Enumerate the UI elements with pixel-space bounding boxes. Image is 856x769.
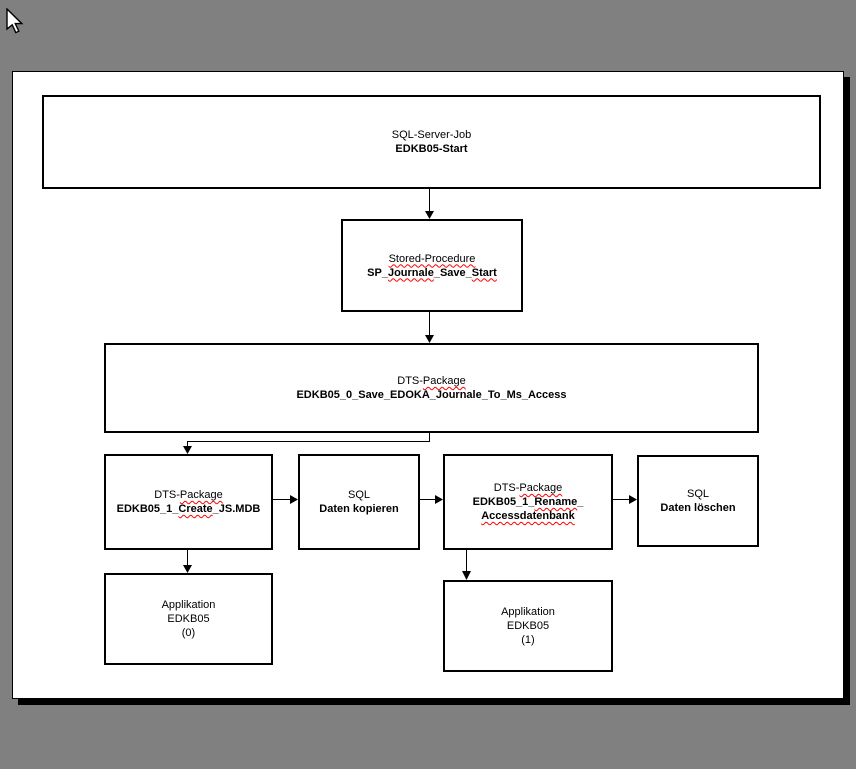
box-text-line: SP_Journale_Save_Start xyxy=(367,266,497,279)
box-text-line: (1) xyxy=(521,634,535,646)
connector-rename-to-applikation1 xyxy=(462,547,471,580)
box-text-line: Accessdatenbank xyxy=(481,510,575,522)
box-text-line: DTS-Package xyxy=(154,489,223,501)
connector-create-to-kopieren xyxy=(269,495,298,504)
box-text-line: DTS-Package xyxy=(397,375,466,387)
arrow-cursor xyxy=(6,8,24,34)
box-text-line: Applikation xyxy=(161,599,216,611)
box-text-line: EDKB05 xyxy=(506,620,550,632)
box-text-line: SQL xyxy=(686,488,709,500)
box-text-line: (0) xyxy=(181,627,196,639)
box-text-line: EDKB05 xyxy=(167,613,210,625)
connector-kopieren-to-rename xyxy=(416,495,443,504)
box-text-line: EDKB05_1_Create_JS.MDB xyxy=(116,503,261,515)
box-text-line: DTS-Package xyxy=(493,482,563,494)
connector-package-to-create xyxy=(183,429,430,454)
flow-box-sql-daten-kopieren: SQL Daten kopieren xyxy=(298,454,420,550)
box-text-line: Stored-Procedure xyxy=(388,252,476,265)
box-text-line: Daten kopieren xyxy=(319,503,399,515)
box-text-line: Applikation xyxy=(501,606,555,618)
box-text-line: Daten löschen xyxy=(660,502,736,514)
connector-job-to-procedure xyxy=(425,185,434,219)
box-text-line: EDKB05_0_Save_EDOKA_Journale_To_Ms_Acces… xyxy=(296,389,567,401)
box-text-line: EDKB05-Start xyxy=(395,143,468,155)
box-text-line: EDKB05_1_Rename_ xyxy=(472,496,584,508)
connector-rename-to-loeschen xyxy=(609,495,637,504)
flow-box-sql-daten-loeschen: SQL Daten löschen xyxy=(637,455,759,547)
box-text-line: SQL-Server-Job xyxy=(391,129,472,141)
box-text-line: SQL xyxy=(347,489,370,501)
connector-create-to-applikation0 xyxy=(183,547,192,573)
connector-procedure-to-package xyxy=(425,308,434,343)
